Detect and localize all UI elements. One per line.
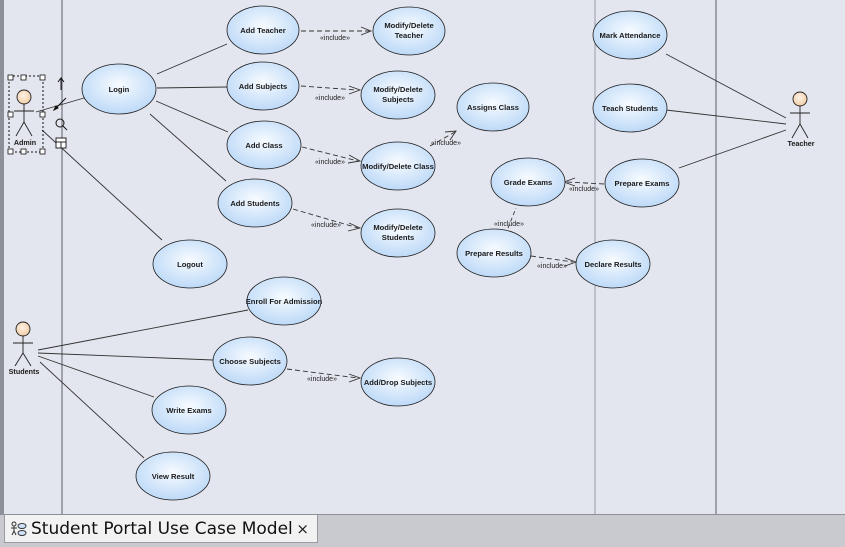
assoc-login-add-teacher[interactable] [156,43,228,75]
include-label: «include» [315,95,345,102]
assoc-students-write-exams[interactable] [37,355,155,398]
use-case-label: Add/Drop Subjects [364,378,432,387]
use-case-choose-subjects[interactable]: Choose Subjects [212,336,288,386]
actor-label: Students [9,367,40,376]
assoc-login-add-class[interactable] [155,100,229,133]
zoom-icon[interactable] [55,118,68,131]
actor-label: Teacher [787,139,814,148]
actor-teacher[interactable]: Teacher [787,91,815,148]
selection-handles[interactable] [7,74,46,155]
use-case-label: Mark Attendance [600,31,661,40]
use-case-logout[interactable]: Logout [152,239,228,289]
include-add-class[interactable] [301,146,362,164]
use-case-label-line-2: Teacher [395,31,424,40]
tab-bar: Student Portal Use Case Model × [0,514,845,547]
use-case-modify-delete-students[interactable]: Modify/Delete Students [360,208,436,258]
assoc-teacher-prepare-exams[interactable] [678,129,787,169]
assoc-login-add-subjects[interactable] [156,86,228,89]
include-label: «include» [307,376,337,383]
include-prepare-exams[interactable] [562,177,605,187]
include-prepare-results[interactable] [507,207,517,229]
include-add-teacher[interactable] [301,26,373,36]
use-case-label: Enroll For Admission [246,297,323,306]
properties-icon[interactable] [55,137,67,149]
quick-link-pencil-icon[interactable] [52,97,67,112]
include-labels: «include» «include» «include» «include» … [307,35,599,383]
include-label: «include» [311,222,341,229]
include-label: «include» [315,159,345,166]
include-label: «include» [537,263,567,270]
use-case-modify-delete-subjects[interactable]: Modify/Delete Subjects [360,70,436,120]
use-case-view-result[interactable]: View Result [135,451,211,501]
tab-title: Student Portal Use Case Model [31,518,293,539]
use-case-modify-delete-class[interactable]: Modify/Delete Class [360,141,436,191]
actor-admin[interactable]: Admin [14,89,36,147]
use-case-label: Logout [177,260,203,269]
use-case-mark-attendance[interactable]: Mark Attendance [592,10,668,60]
use-case-label-line-1: Modify/Delete [373,85,422,94]
include-label: «include» [320,35,350,42]
use-case-write-exams[interactable]: Write Exams [151,385,227,435]
actor-label: Admin [14,138,36,147]
use-case-add-class[interactable]: Add Class [226,120,302,170]
assoc-students-enroll[interactable] [37,309,249,351]
use-case-add-subjects[interactable]: Add Subjects [226,61,300,111]
use-case-label-line-1: Modify/Delete [384,21,433,30]
include-label: «include» [569,186,599,193]
use-case-label: Modify/Delete Class [362,162,434,171]
assoc-students-choose-subjects[interactable] [37,352,214,361]
use-case-add-drop-subjects[interactable]: Add/Drop Subjects [360,357,436,407]
use-case-prepare-exams[interactable]: Prepare Exams [604,158,680,208]
use-case-label: Add Class [245,141,282,150]
use-case-diagram-icon [11,521,27,536]
use-case-assigns-class[interactable]: Assigns Class [456,82,530,132]
use-case-label-line-1: Modify/Delete [373,223,422,232]
assoc-admin-login[interactable] [35,97,85,113]
use-case-label: Add Teacher [240,26,285,35]
use-case-label-line-2: Subjects [382,95,414,104]
include-choose-subjects[interactable] [286,368,362,383]
use-case-label: Login [109,85,130,94]
use-case-label: Prepare Exams [615,179,670,188]
diagram-canvas[interactable]: «include» «include» «include» «include» … [0,0,845,514]
use-case-label: Declare Results [585,260,642,269]
use-case-label-line-2: Students [382,233,415,242]
quick-link-arrow-icon[interactable] [57,77,65,90]
use-case-label: Add Subjects [239,82,288,91]
use-case-grade-exams[interactable]: Grade Exams [490,157,566,207]
associations [35,43,787,459]
assoc-teacher-mark-attendance[interactable] [665,53,787,119]
use-case-label: Assigns Class [467,103,519,112]
include-modify-class[interactable] [429,130,457,147]
use-case-teach-students[interactable]: Teach Students [592,83,668,133]
use-case-prepare-results[interactable]: Prepare Results [456,228,532,278]
use-case-add-teacher[interactable]: Add Teacher [226,5,300,55]
use-case-modify-delete-teacher[interactable]: Modify/Delete Teacher [372,6,446,56]
assoc-login-add-students[interactable] [149,113,227,182]
include-add-subjects[interactable] [300,85,362,95]
use-case-label: Grade Exams [504,178,553,187]
tab-student-portal-use-case-model[interactable]: Student Portal Use Case Model × [4,515,318,543]
quick-link-toolbar [52,77,68,149]
use-case-enroll-for-admission[interactable]: Enroll For Admission [246,276,323,326]
use-case-login[interactable]: Login [81,63,157,115]
use-case-declare-results[interactable]: Declare Results [575,239,651,289]
assoc-teacher-teach-students[interactable] [665,109,787,125]
assoc-students-view-result[interactable] [39,361,145,459]
includes [286,26,605,383]
use-case-label: Add Students [230,199,279,208]
use-case-label: Choose Subjects [219,357,281,366]
use-cases: Login Add Teacher Modify/Delete Teacher … [81,5,680,501]
actor-students[interactable]: Students [9,321,40,376]
use-case-add-students[interactable]: Add Students [217,178,293,228]
include-add-students[interactable] [292,208,362,232]
include-label: «include» [494,221,524,228]
tab-close-icon[interactable]: × [296,519,309,538]
use-case-label: View Result [152,472,195,481]
use-case-label: Write Exams [166,406,211,415]
include-label: «include» [431,140,461,147]
use-case-label: Prepare Results [465,249,523,258]
use-case-label: Teach Students [602,104,658,113]
